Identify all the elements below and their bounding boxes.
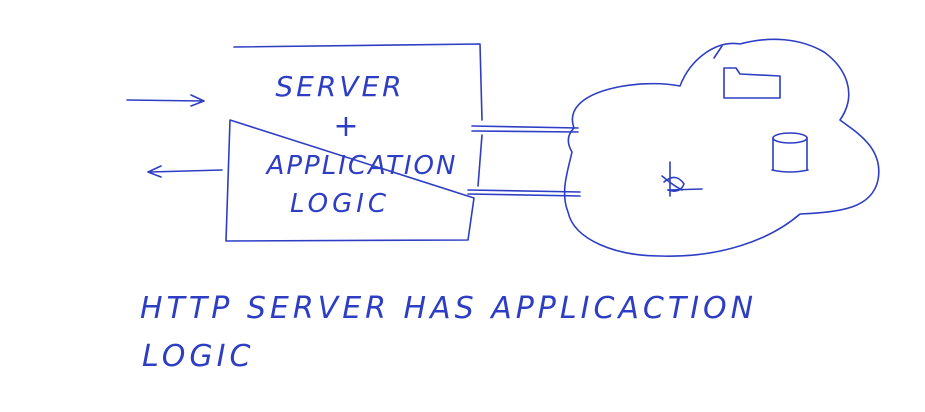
- caption: HTTP SERVER HAS APPLICACTION LOGIC: [140, 291, 757, 374]
- person-icon: [661, 161, 703, 197]
- box-line-application: APPLICATION: [265, 151, 458, 181]
- box-line-server: SERVER: [275, 70, 404, 103]
- response-arrow: [147, 165, 223, 178]
- caption-line-1: HTTP SERVER HAS APPLICACTION: [140, 291, 757, 326]
- backend-cloud: [563, 38, 880, 257]
- connection-lines: [467, 125, 581, 197]
- server-box: [225, 43, 483, 242]
- request-arrow: [126, 94, 205, 107]
- box-line-plus: +: [333, 109, 358, 144]
- server-box-label: SERVER + APPLICATION LOGIC: [265, 70, 458, 219]
- caption-line-2: LOGIC: [142, 339, 254, 374]
- folder-icon: [713, 45, 781, 99]
- database-icon: [771, 132, 809, 173]
- box-line-logic: LOGIC: [290, 189, 390, 219]
